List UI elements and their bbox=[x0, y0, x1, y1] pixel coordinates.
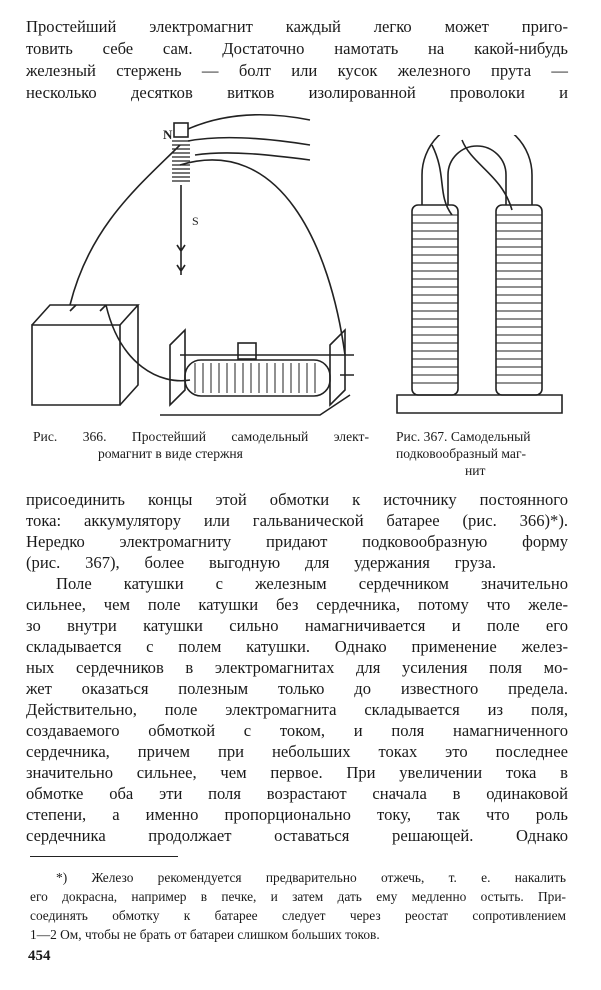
text-line: зо внутри катушки сильно намагничивается… bbox=[26, 616, 568, 635]
figure-367-caption-line1: Рис. 367. Самодельный bbox=[396, 429, 531, 444]
text-line: Поле катушки с железным сердечником знач… bbox=[56, 574, 568, 593]
page-number: 454 bbox=[28, 948, 51, 964]
text-line: тока: аккумулятору или гальванической ба… bbox=[26, 511, 568, 530]
pole-label-s: S bbox=[192, 214, 199, 228]
text-line: обмотке оба эти поля возрастают сначала … bbox=[26, 784, 568, 803]
text-line: сильнее, чем поле катушки без сердечника… bbox=[26, 595, 568, 614]
text-line: Простейший электромагнит каждый легко мо… bbox=[26, 17, 568, 36]
text-line: степени, а именно пропорционально току, … bbox=[26, 805, 568, 824]
text-line: Нередко электромагниту придают подковооб… bbox=[26, 532, 568, 551]
figure-367-caption-line3: нит bbox=[465, 463, 486, 478]
text-line: присоединить концы этой обмотки к источн… bbox=[26, 490, 568, 509]
text-line: складывается с полем катушки. Однако при… bbox=[26, 637, 568, 656]
figure-367-horseshoe-magnet bbox=[396, 135, 563, 414]
figure-366-caption-line2: ромагнит в виде стержня bbox=[98, 446, 243, 461]
text-line: железный стержень — болт или кусок желез… bbox=[26, 61, 568, 80]
text-line: создаваемого обмоткой с током, и поля на… bbox=[26, 721, 568, 740]
text-line: сердечника продолжает оставаться решающе… bbox=[26, 826, 568, 845]
text-line: значительно сильнее, чем первое. При уве… bbox=[26, 763, 568, 782]
text-line: сердечника, причем при небольших токах э… bbox=[26, 742, 568, 761]
text-line: товить себе сам. Достаточно намотать на … bbox=[26, 39, 568, 58]
text-line: (рис. 367), более выгодную для удержания… bbox=[26, 553, 496, 572]
text-line: Действительно, поле электромагнита склад… bbox=[26, 700, 568, 719]
footnote-line: соединять обмотку к батарее следует чере… bbox=[30, 908, 566, 923]
footnote-line: его докрасна, например в печке, и затем … bbox=[30, 889, 566, 904]
text-line: жет оказаться полезным только до известн… bbox=[26, 679, 568, 698]
pole-label-n: N bbox=[163, 127, 173, 142]
text-line: ных сердечников в электромагнитах для ус… bbox=[26, 658, 568, 677]
footnote-divider bbox=[30, 856, 178, 857]
figure-367-caption-line2: подковообразный маг- bbox=[396, 446, 527, 461]
figure-366-rod-electromagnet: N S bbox=[31, 113, 354, 416]
footnote-line: *) Железо рекомендуется предварительно о… bbox=[56, 870, 566, 885]
figure-366-caption-line1: Рис. 366. Простейший самодельный элект- bbox=[33, 429, 369, 444]
footnote-line: 1—2 Ом, чтобы не брать от батареи слишко… bbox=[30, 927, 380, 942]
text-line: несколько десятков витков изолированной … bbox=[26, 83, 568, 102]
